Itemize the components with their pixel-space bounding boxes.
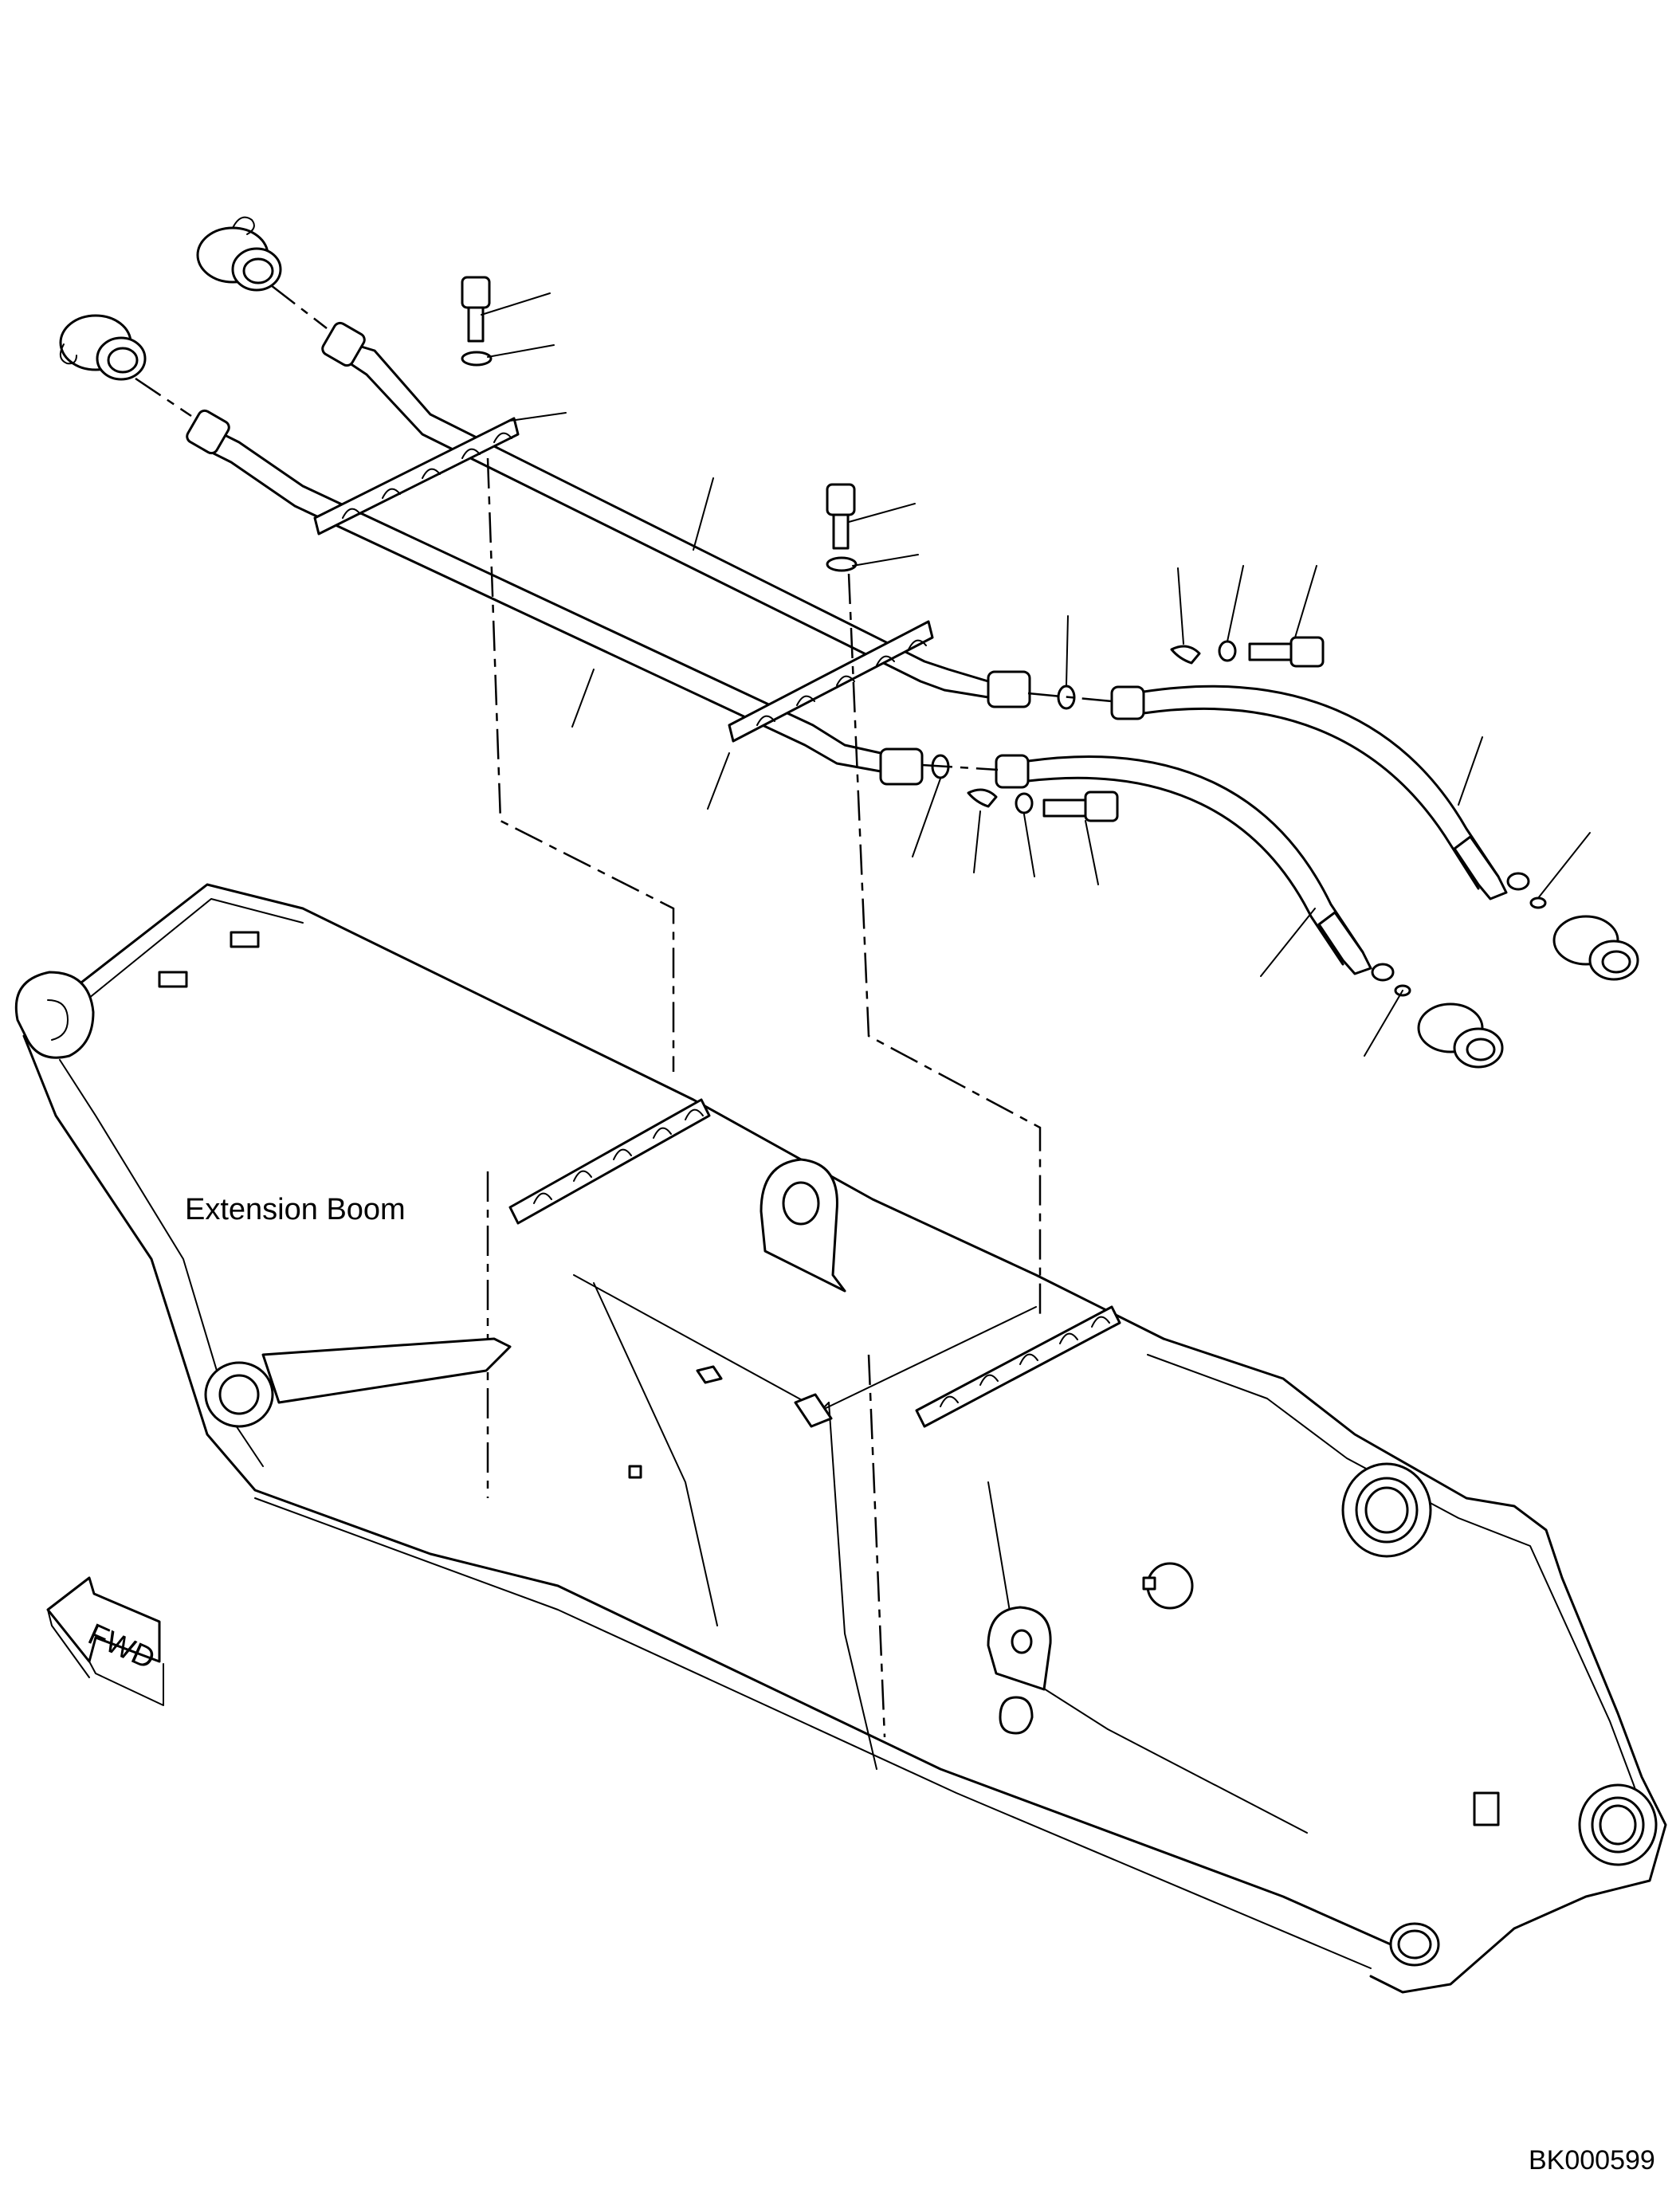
- coupler-centerline: [135, 377, 192, 418]
- quick-coupler-lower: [59, 314, 147, 381]
- assembly-guides: [486, 457, 1042, 1738]
- boom-pin-boss: [1578, 1783, 1658, 1866]
- hose-fitting-upper: [1552, 915, 1639, 981]
- boom-tube-seat: [915, 1305, 1121, 1428]
- flange-upper: [987, 670, 1145, 720]
- tube-clamp-upper: [313, 417, 520, 536]
- hydraulic-hose-lower: [1026, 755, 1411, 997]
- tube-clamp-lower: [728, 620, 934, 743]
- steel-tube-upper: [321, 321, 990, 699]
- hose-centerline: [921, 763, 999, 771]
- flange-lower: [879, 747, 1030, 789]
- boom-bracket: [158, 931, 1500, 1826]
- steel-tube-lower: [186, 409, 882, 773]
- boom-label: Extension Boom: [185, 1193, 406, 1226]
- boom-tube-seat: [508, 1098, 711, 1225]
- clamp-bolt: [461, 276, 493, 367]
- forward-direction-arrow: FWD: [46, 1576, 164, 1706]
- hose-centerline: [1027, 692, 1113, 703]
- boom-pin-boss: [204, 1337, 512, 1428]
- quick-coupler-upper: [196, 216, 282, 292]
- drawing-number: BK000599: [1529, 2145, 1655, 2175]
- coupler-centerline: [270, 284, 328, 329]
- boom-pin-boss: [1389, 1922, 1440, 1967]
- boom-pin-boss: [1341, 1462, 1432, 1558]
- leader-lines: [481, 292, 1591, 1057]
- extension-boom: [14, 883, 1667, 1994]
- split-flange-bolt: [1170, 636, 1325, 668]
- boom-center-lug: [760, 1158, 846, 1293]
- split-flange-bolt: [967, 788, 1119, 822]
- clamp-bolt: [826, 483, 858, 572]
- hydraulic-hose-upper: [1142, 685, 1547, 909]
- hose-fitting-lower: [1417, 1002, 1504, 1069]
